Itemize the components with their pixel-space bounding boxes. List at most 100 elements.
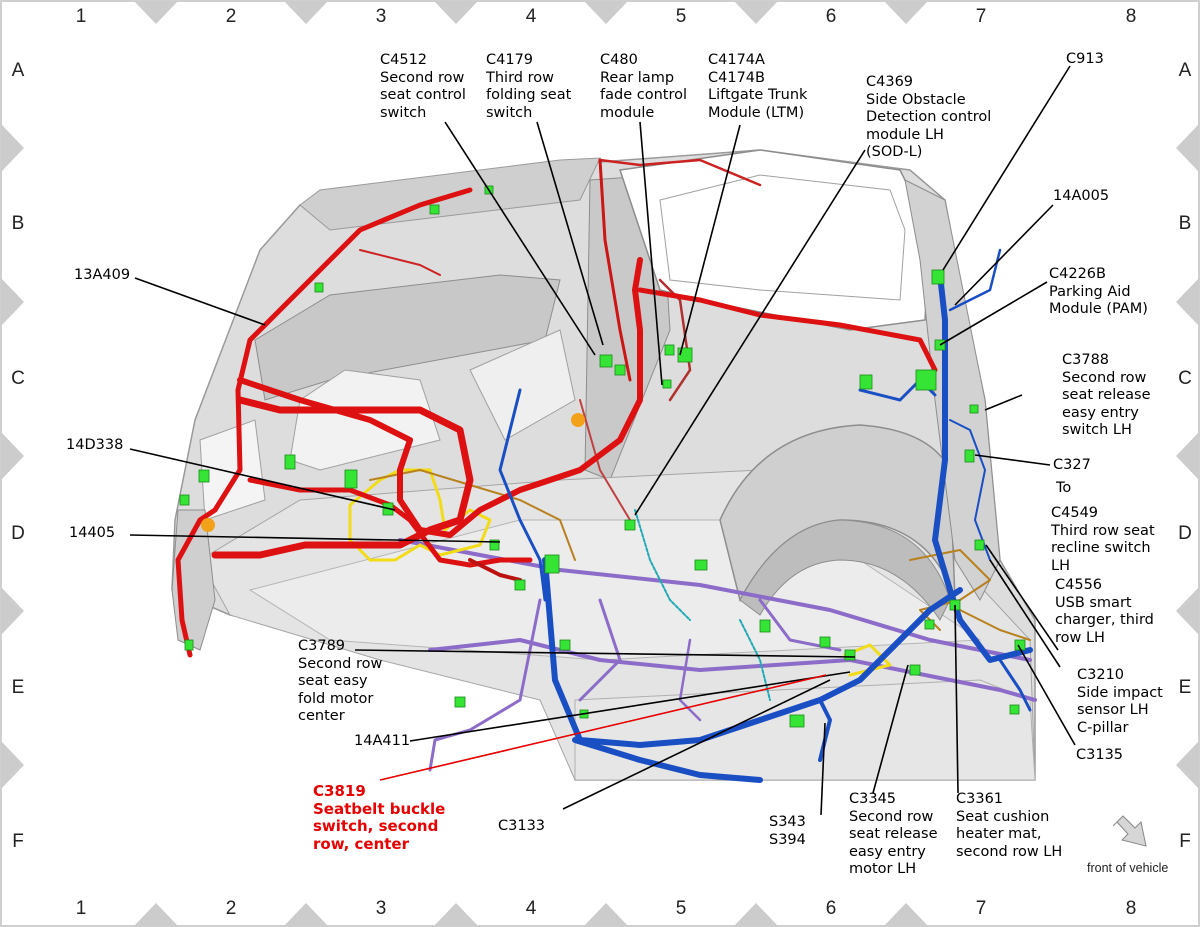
leader-line-13 (129, 534, 501, 543)
callout-c4512: C4512 Second row seat control switch (380, 52, 466, 121)
grid-marker-left-2 (1, 432, 24, 480)
grid-column-2-bottom: 2 (225, 898, 237, 919)
leader-line-17 (409, 671, 851, 742)
callout-c3210: C3210 Side impact sensor LH C-pillar (1077, 667, 1163, 736)
leader-line-19 (820, 722, 826, 816)
grid-row-A-right: A (1178, 60, 1192, 81)
grid-row-B-left: B (11, 213, 25, 234)
callout-to: To (1056, 480, 1072, 496)
grid-column-8-top: 8 (1125, 6, 1137, 27)
leader-line-21 (954, 604, 959, 794)
leader-line-4 (634, 149, 866, 516)
callout-c3133: C3133 (498, 818, 546, 834)
grid-row-D-right: D (1178, 523, 1192, 544)
grid-row-C-right: C (1178, 368, 1192, 389)
grid-marker-bottom-2 (434, 903, 478, 926)
grid-column-3-bottom: 3 (375, 898, 387, 919)
leader-line-1 (536, 121, 604, 346)
grid-marker-bottom-3 (584, 903, 628, 926)
grid-marker-bottom-0 (134, 903, 178, 926)
grid-column-6-bottom: 6 (825, 898, 837, 919)
grid-column-3-top: 3 (375, 6, 387, 27)
grid-column-6-top: 6 (825, 6, 837, 27)
grid-marker-left-3 (1, 587, 24, 635)
leader-line-15 (354, 649, 856, 658)
callout-c3789: C3789 Second row seat easy fold motor ce… (298, 638, 383, 724)
leader-lines (129, 65, 1076, 816)
callout-s343-s394: S343 S394 (769, 814, 806, 848)
callout-c3345: C3345 Second row seat release easy entry… (849, 791, 938, 877)
callout-c3819-highlighted: C3819 Seatbelt buckle switch, second row… (313, 782, 446, 853)
callout-14a005: 14A005 (1053, 188, 1110, 204)
grid-marker-left-1 (1, 278, 24, 326)
grid-column-8-bottom: 8 (1125, 898, 1137, 919)
grid-row-F-right: F (1179, 831, 1191, 852)
callout-c913: C913 (1066, 51, 1104, 67)
leader-line-7 (939, 281, 1048, 346)
grid-column-5-bottom: 5 (675, 898, 687, 919)
grid-marker-right-2 (1176, 432, 1199, 480)
leader-line-5 (942, 65, 1071, 271)
front-of-vehicle-label: front of vehicle (1087, 861, 1169, 875)
callout-c4556: C4556 USB smart charger, third row LH (1055, 577, 1154, 646)
callout-14d338: 14D338 (66, 437, 124, 453)
callout-c4179: C4179 Third row folding seat switch (486, 52, 572, 121)
grid-row-E-left: E (11, 677, 25, 698)
grid-column-4-top: 4 (525, 6, 537, 27)
grid-row-C-left: C (11, 368, 25, 389)
grid-column-7-bottom: 7 (975, 898, 987, 919)
grid-marker-top-5 (884, 1, 928, 24)
grid-column-5-top: 5 (675, 6, 687, 27)
leader-line-2 (639, 121, 663, 386)
grid-column-1-top: 1 (75, 6, 87, 27)
grid-marker-bottom-5 (884, 903, 928, 926)
callout-c3361: C3361 Seat cushion heater mat, second ro… (956, 791, 1063, 860)
grid-marker-top-3 (584, 1, 628, 24)
grid-column-4-bottom: 4 (525, 898, 537, 919)
callout-c3135: C3135 (1076, 747, 1124, 763)
callout-c480: C480 Rear lamp fade control module (600, 52, 687, 121)
grid-marker-top-0 (134, 1, 178, 24)
callout-14a411: 14A411 (354, 733, 411, 749)
callout-c327: C327 (1053, 457, 1091, 473)
leader-line-18 (562, 679, 831, 810)
callout-13a409: 13A409 (74, 267, 131, 283)
leader-line-3 (679, 124, 741, 356)
leader-line-c3819 (379, 674, 827, 781)
leader-line-6 (954, 204, 1054, 306)
grid-marker-top-1 (284, 1, 328, 24)
grid-column-1-bottom: 1 (75, 898, 87, 919)
front-arrow-icon (1112, 815, 1147, 847)
grid-marker-top-2 (434, 1, 478, 24)
leader-line-20 (872, 664, 909, 794)
grid-row-A-left: A (11, 60, 25, 81)
callout-c4226b: C4226B Parking Aid Module (PAM) (1049, 266, 1148, 317)
orange-connectors (201, 413, 585, 532)
grid-marker-left-4 (1, 741, 24, 789)
callout-c4369: C4369 Side Obstacle Detection control mo… (866, 74, 992, 160)
harness-wiring (175, 158, 1037, 783)
leader-line-0 (444, 121, 596, 356)
leader-line-8 (134, 277, 266, 326)
callout-c4549: C4549 Third row seat recline switch LH (1051, 505, 1155, 574)
grid-row-F-left: F (12, 831, 24, 852)
leader-line-14 (985, 544, 1059, 651)
grid-row-E-right: E (1178, 677, 1192, 698)
leader-line-10 (129, 448, 396, 511)
grid-marker-bottom-4 (734, 903, 778, 926)
grid-marker-right-1 (1176, 278, 1199, 326)
callout-c3788: C3788 Second row seat release easy entry… (1062, 352, 1151, 438)
grid-marker-right-3 (1176, 587, 1199, 635)
grid-marker-left-0 (1, 124, 24, 172)
grid-column-2-top: 2 (225, 6, 237, 27)
grid-column-7-top: 7 (975, 6, 987, 27)
grid-marker-top-4 (734, 1, 778, 24)
grid-marker-right-4 (1176, 741, 1199, 789)
leader-line-12 (989, 559, 1061, 668)
grid-marker-bottom-1 (284, 903, 328, 926)
vehicle-body (171, 149, 1036, 781)
leader-line-16 (1017, 644, 1076, 746)
